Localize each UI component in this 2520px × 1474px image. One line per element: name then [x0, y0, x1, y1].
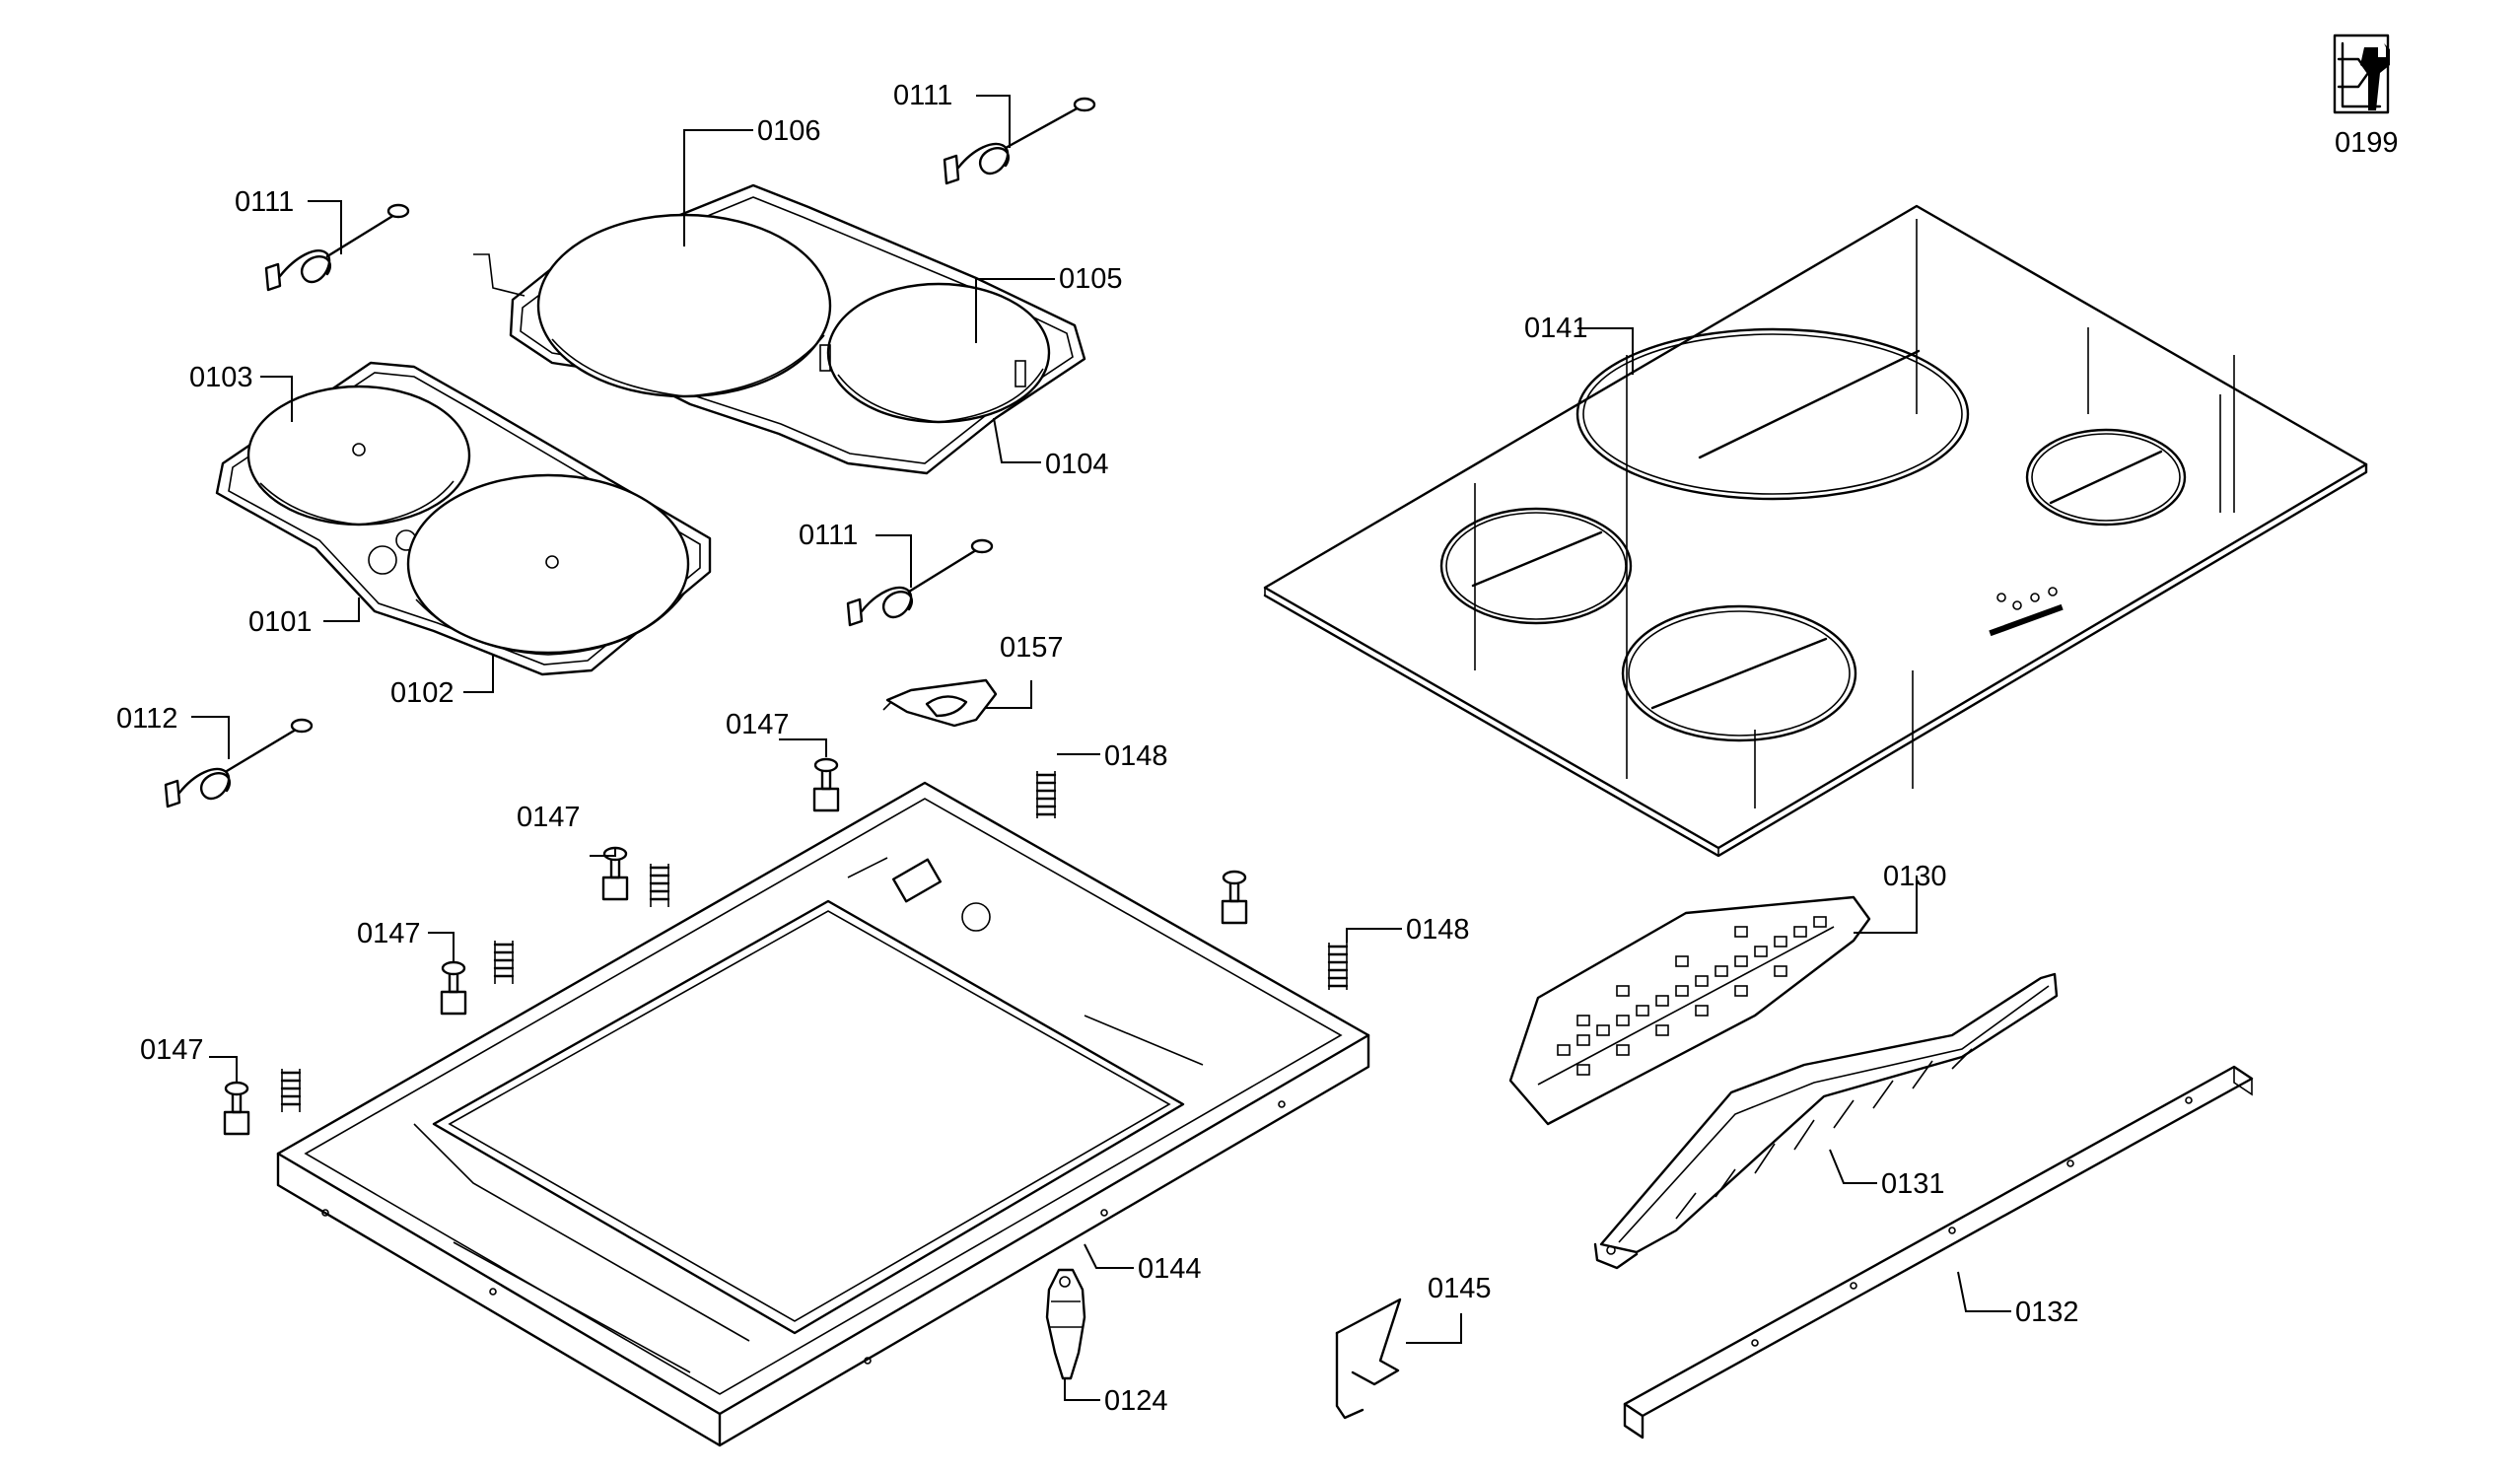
temperature-limiter-rear	[943, 97, 1096, 185]
support-foot-3	[440, 960, 467, 1016]
support-foot-5	[1221, 870, 1248, 925]
callout-0147-upper: 0147	[517, 802, 581, 833]
heating-element-carrier-front	[215, 361, 712, 676]
callout-0148-top: 0148	[1104, 740, 1168, 772]
control-electronics-board	[1508, 895, 1871, 1126]
temperature-limiter-0112	[164, 718, 314, 808]
callout-0147-middle: 0147	[357, 918, 421, 949]
callout-0147-top: 0147	[726, 709, 790, 740]
front-support-strip	[1623, 1065, 2254, 1439]
callout-0157: 0157	[1000, 632, 1064, 664]
callout-0111-center: 0111	[799, 520, 858, 551]
radiant-heater-small-rear	[819, 282, 1051, 424]
bottom-housing-tray	[276, 781, 1370, 1447]
callout-0145: 0145	[1428, 1273, 1492, 1304]
callout-0106: 0106	[757, 115, 821, 147]
control-board-holder	[1593, 972, 2059, 1270]
callout-0104: 0104	[1045, 449, 1109, 480]
radiant-heater-large-front	[406, 473, 690, 656]
compression-spring-5	[1327, 943, 1349, 990]
compression-spring-4	[280, 1069, 302, 1112]
callout-0102: 0102	[390, 677, 455, 709]
temperature-limiter-center	[846, 538, 994, 627]
radiant-heater-small-front	[246, 385, 471, 526]
compression-spring-2	[649, 864, 670, 907]
callout-0147-lower: 0147	[140, 1034, 204, 1066]
callout-0105: 0105	[1059, 263, 1123, 295]
callout-0111-rear: 0111	[893, 80, 952, 111]
callout-0131: 0131	[1881, 1168, 1945, 1200]
callout-0112: 0112	[116, 703, 177, 735]
service-icon-label: 0199	[2335, 127, 2399, 159]
callout-0132: 0132	[2015, 1297, 2079, 1328]
service-wrench-icon	[2333, 34, 2390, 114]
touch-control-panel	[1989, 587, 2064, 637]
temperature-limiter-left	[264, 203, 410, 292]
support-foot-4	[223, 1081, 250, 1136]
compression-spring-3	[493, 941, 515, 984]
leader-lines	[191, 95, 2011, 1401]
callout-labels: 0106 0111 0111 0111 0105 0103 0104 0101 …	[116, 80, 2079, 1417]
mounting-clip	[1045, 1268, 1086, 1380]
callout-0111-left: 0111	[235, 186, 294, 218]
support-foot-1	[812, 757, 840, 812]
callout-0101: 0101	[248, 606, 313, 638]
compression-spring-1	[1035, 771, 1057, 818]
retaining-clip	[882, 678, 998, 728]
callout-0144: 0144	[1138, 1253, 1202, 1285]
callout-0124: 0124	[1104, 1385, 1168, 1417]
glass-ceramic-top	[1263, 204, 2368, 858]
callout-0141: 0141	[1524, 313, 1588, 344]
callout-0130: 0130	[1883, 861, 1947, 892]
spring-bracket	[1335, 1298, 1402, 1420]
callout-0148-right: 0148	[1406, 914, 1470, 946]
callout-0103: 0103	[189, 362, 253, 393]
